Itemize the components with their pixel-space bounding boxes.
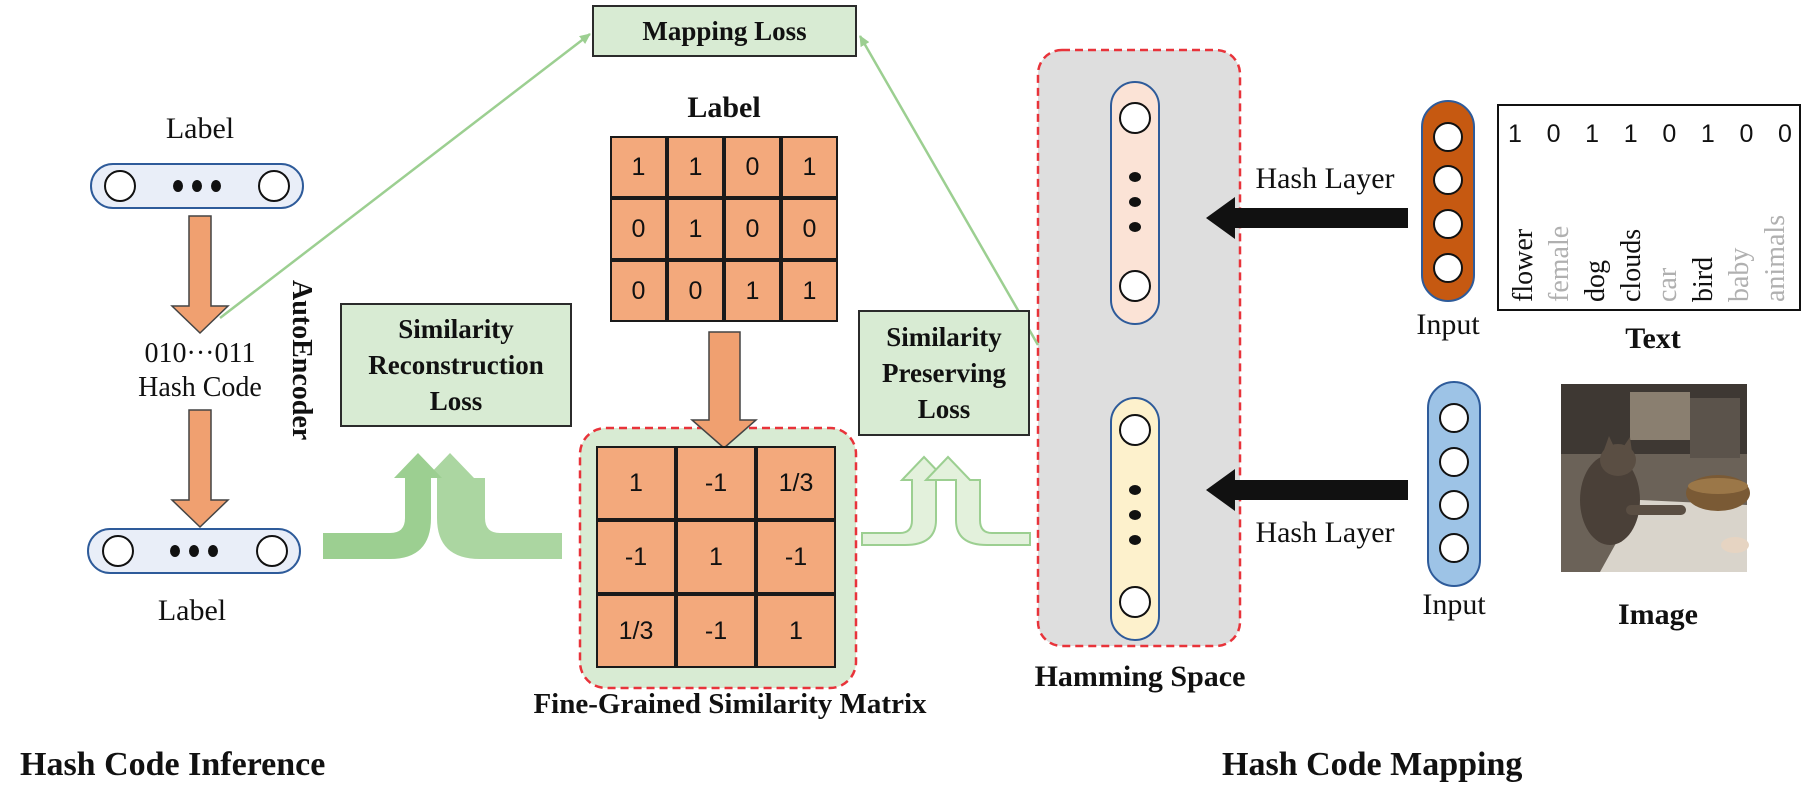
spl-line-1: Similarity bbox=[886, 322, 1002, 352]
hash-layer-bottom-label: Hash Layer bbox=[1255, 516, 1395, 549]
similarity-reconstruction-loss-box: Similarity Reconstruction Loss bbox=[340, 303, 572, 427]
similarity-cell: -1 bbox=[596, 520, 676, 594]
text-bit: 1 bbox=[1585, 120, 1600, 148]
hamming-to-mapping-loss-arrow bbox=[858, 35, 1040, 346]
text-word: dog bbox=[1580, 260, 1611, 302]
label-cell: 1 bbox=[781, 260, 838, 322]
srl-line-1: Similarity bbox=[398, 314, 514, 344]
similarity-cell: -1 bbox=[756, 520, 836, 594]
similarity-cell: -1 bbox=[676, 446, 756, 520]
encoder-down-arrow bbox=[170, 215, 230, 335]
mapping-loss-label: Mapping Loss bbox=[642, 16, 807, 46]
hash-code-value: 010···011 bbox=[144, 338, 256, 369]
label-matrix: 1 1 0 1 0 1 0 0 0 0 1 1 bbox=[610, 136, 838, 322]
text-bit: 1 bbox=[1508, 120, 1522, 148]
hamming-space-title: Hamming Space bbox=[1034, 660, 1246, 693]
label-top-text: Label bbox=[165, 112, 235, 145]
text-word: female bbox=[1544, 225, 1575, 302]
text-bit: 0 bbox=[1546, 120, 1561, 148]
text-word: animals bbox=[1760, 214, 1791, 302]
text-hash-layer-arrow bbox=[1206, 197, 1408, 239]
similarity-matrix-title: Fine-Grained Similarity Matrix bbox=[533, 688, 927, 720]
similarity-cell: 1/3 bbox=[596, 594, 676, 668]
image-title: Image bbox=[1618, 598, 1698, 631]
text-bit: 0 bbox=[1662, 120, 1677, 148]
similarity-cell: -1 bbox=[676, 594, 756, 668]
hash-code-inference-title: Hash Code Inference bbox=[20, 746, 326, 783]
reconstruction-up-arrow-right bbox=[426, 453, 562, 559]
similarity-matrix: 1 -1 1/3 -1 1 -1 1/3 -1 1 bbox=[596, 446, 836, 668]
text-bit: 0 bbox=[1739, 120, 1754, 148]
label-cell: 1 bbox=[610, 136, 667, 198]
spl-line-3: Loss bbox=[917, 394, 971, 424]
text-words-row: flower female dog clouds car bird baby a… bbox=[1508, 182, 1792, 302]
srl-line-2: Reconstruction bbox=[368, 350, 544, 380]
label-cell: 1 bbox=[781, 136, 838, 198]
text-bit: 1 bbox=[1700, 120, 1715, 148]
decoder-down-arrow bbox=[170, 409, 230, 529]
text-word: clouds bbox=[1616, 228, 1647, 302]
text-word: car bbox=[1652, 267, 1683, 302]
label-matrix-title: Label bbox=[687, 91, 761, 124]
hash-code-mapping-title: Hash Code Mapping bbox=[1222, 746, 1523, 783]
label-cell: 0 bbox=[610, 260, 667, 322]
hash-layer-top-label: Hash Layer bbox=[1255, 162, 1395, 195]
hashcode-to-mapping-loss-arrow bbox=[219, 33, 591, 319]
cat-photo-icon bbox=[1561, 384, 1750, 572]
label-cell: 1 bbox=[667, 136, 724, 198]
text-box bbox=[1497, 104, 1801, 311]
input-bottom-label: Input bbox=[1422, 588, 1486, 621]
text-bit: 0 bbox=[1778, 120, 1792, 148]
preserving-up-arrow-right bbox=[923, 455, 1031, 546]
label-cell: 1 bbox=[724, 260, 781, 322]
autoencoder-label: AutoEncoder bbox=[286, 280, 317, 441]
label-bottom-text: Label bbox=[157, 594, 227, 627]
label-cell: 0 bbox=[724, 136, 781, 198]
text-title: Text bbox=[1625, 322, 1681, 355]
text-bit: 1 bbox=[1623, 120, 1638, 148]
similarity-cell: 1 bbox=[596, 446, 676, 520]
label-to-matrix-arrow bbox=[690, 331, 758, 449]
label-cell: 0 bbox=[781, 198, 838, 260]
mapping-loss-box: Mapping Loss bbox=[592, 5, 857, 57]
text-bits-row: 1 0 1 1 0 1 0 0 bbox=[1508, 120, 1792, 154]
similarity-cell: 1 bbox=[676, 520, 756, 594]
image-input-node bbox=[1427, 381, 1481, 587]
reconstruction-up-arrow-left bbox=[323, 453, 442, 559]
text-word: flower bbox=[1508, 228, 1539, 302]
label-cell: 0 bbox=[610, 198, 667, 260]
label-cell: 0 bbox=[724, 198, 781, 260]
srl-line-3: Loss bbox=[429, 386, 483, 416]
spl-line-2: Preserving bbox=[882, 358, 1006, 388]
input-top-label: Input bbox=[1416, 308, 1480, 341]
label-cell: 0 bbox=[667, 260, 724, 322]
preserving-up-arrow-left bbox=[861, 455, 949, 546]
text-word: baby bbox=[1724, 247, 1755, 302]
image-hash-layer-arrow bbox=[1206, 469, 1408, 511]
similarity-cell: 1 bbox=[756, 594, 836, 668]
similarity-cell: 1/3 bbox=[756, 446, 836, 520]
label-cell: 1 bbox=[667, 198, 724, 260]
text-input-node bbox=[1421, 100, 1475, 302]
hamming-space-region bbox=[1036, 48, 1242, 648]
similarity-preserving-loss-box: Similarity Preserving Loss bbox=[858, 310, 1030, 436]
text-word: bird bbox=[1688, 256, 1719, 302]
hash-code-label: Hash Code bbox=[138, 372, 262, 403]
